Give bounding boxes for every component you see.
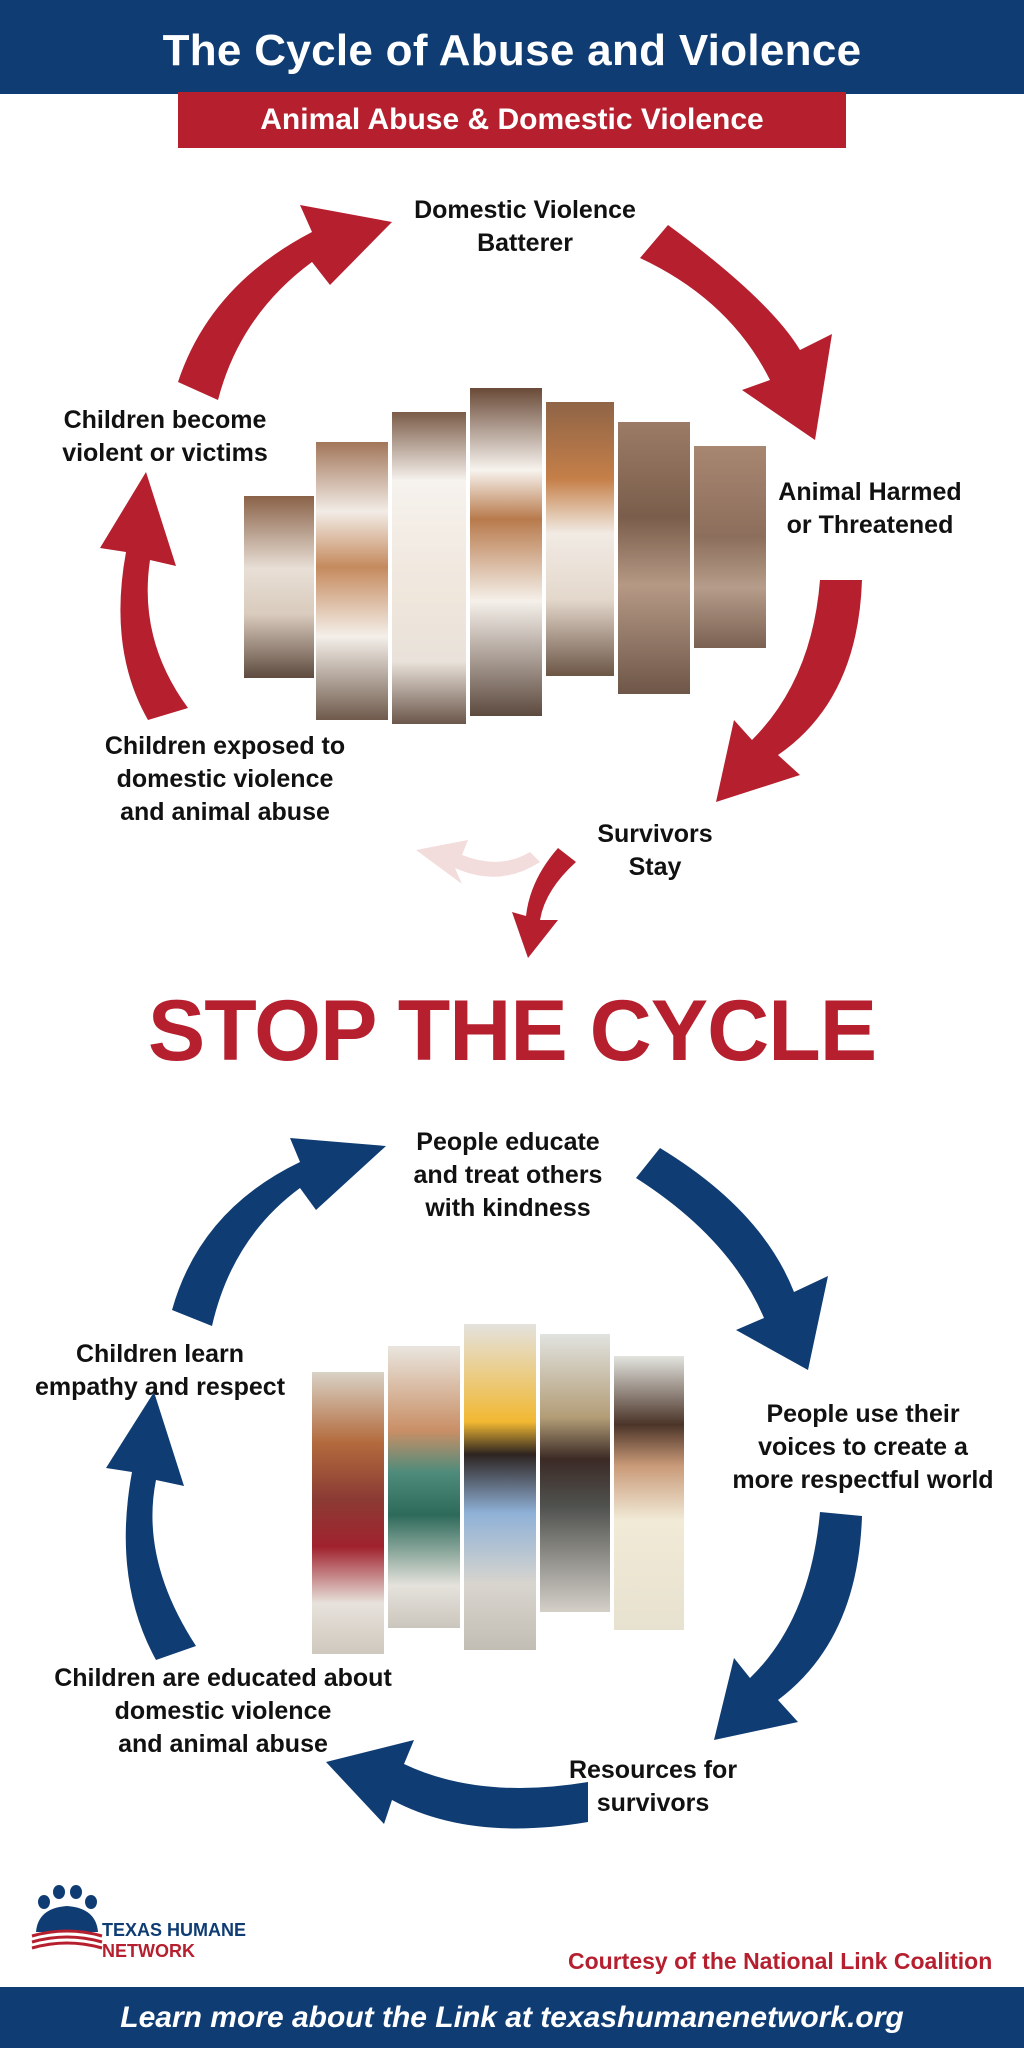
node-line: domestic violence <box>116 765 334 793</box>
node-line: voices to create a <box>758 1433 968 1461</box>
node-line: Children exposed to <box>104 732 346 760</box>
arrow-to-become <box>100 472 188 720</box>
arrow-to-resources <box>714 1512 862 1740</box>
arrow-to-survivors <box>716 580 862 802</box>
node-line: Children learn <box>75 1340 245 1368</box>
stop-the-cycle-heading: STOP THE CYCLE <box>147 983 877 1079</box>
node-line: Resources for <box>568 1756 738 1784</box>
node-children-become: Children become violent or victims <box>50 404 280 470</box>
node-line: or Threatened <box>786 511 954 539</box>
node-line: survivors <box>596 1789 710 1817</box>
node-line: Survivors <box>597 820 713 848</box>
arrow-to-educated <box>326 1740 588 1829</box>
node-children-educated: Children are educated about domestic vio… <box>40 1662 406 1761</box>
node-animal-harmed: Animal Harmed or Threatened <box>760 476 980 542</box>
node-batterer: Domestic Violence Batterer <box>380 194 670 260</box>
node-people-use-voices: People use their voices to create a more… <box>722 1398 1004 1497</box>
paw-icon <box>31 1885 103 1950</box>
node-line: and treat others <box>413 1161 603 1189</box>
logo-text: TEXAS HUMANE NETWORK <box>102 1920 246 1962</box>
node-children-learn: Children learn empathy and respect <box>30 1338 290 1404</box>
node-children-exposed: Children exposed to domestic violence an… <box>90 730 360 829</box>
node-line: and animal abuse <box>120 798 330 826</box>
node-line: Batterer <box>477 229 573 257</box>
courtesy-text: Courtesy of the National Link Coalition <box>568 1948 993 1974</box>
node-line: Domestic Violence <box>414 196 636 224</box>
node-line: Children become <box>63 406 267 434</box>
arrow-to-stop <box>512 848 576 958</box>
node-line: People educate <box>416 1128 600 1156</box>
arrow-to-empathy <box>106 1392 196 1660</box>
faded-arrow <box>416 840 540 884</box>
node-line: People use their <box>766 1400 960 1428</box>
node-line: and animal abuse <box>118 1730 328 1758</box>
footer-link-text[interactable]: Learn more about the Link at texashumane… <box>0 1987 1024 2048</box>
node-line: with kindness <box>425 1194 591 1222</box>
arrow-to-educate <box>172 1138 386 1326</box>
arrow-to-voices <box>636 1148 828 1370</box>
node-line: domestic violence <box>114 1697 332 1725</box>
node-line: Children are educated about <box>54 1664 392 1692</box>
arrow-to-batterer <box>178 205 392 400</box>
arrow-to-animal <box>640 225 832 440</box>
node-line: Stay <box>628 853 682 881</box>
page-title: The Cycle of Abuse and Violence <box>162 26 862 75</box>
node-line: more respectful world <box>732 1466 994 1494</box>
node-resources: Resources for survivors <box>548 1754 758 1820</box>
logo-line1: TEXAS HUMANE <box>102 1920 247 1940</box>
node-survivors-stay: Survivors Stay <box>560 818 750 884</box>
node-line: empathy and respect <box>34 1373 286 1401</box>
header-bar <box>0 0 1024 94</box>
node-people-educate: People educate and treat others with kin… <box>372 1126 644 1225</box>
page-subtitle: Animal Abuse & Domestic Violence <box>178 92 846 148</box>
node-line: violent or victims <box>62 439 268 467</box>
node-line: Animal Harmed <box>778 478 962 506</box>
logo-line2: NETWORK <box>102 1941 195 1961</box>
